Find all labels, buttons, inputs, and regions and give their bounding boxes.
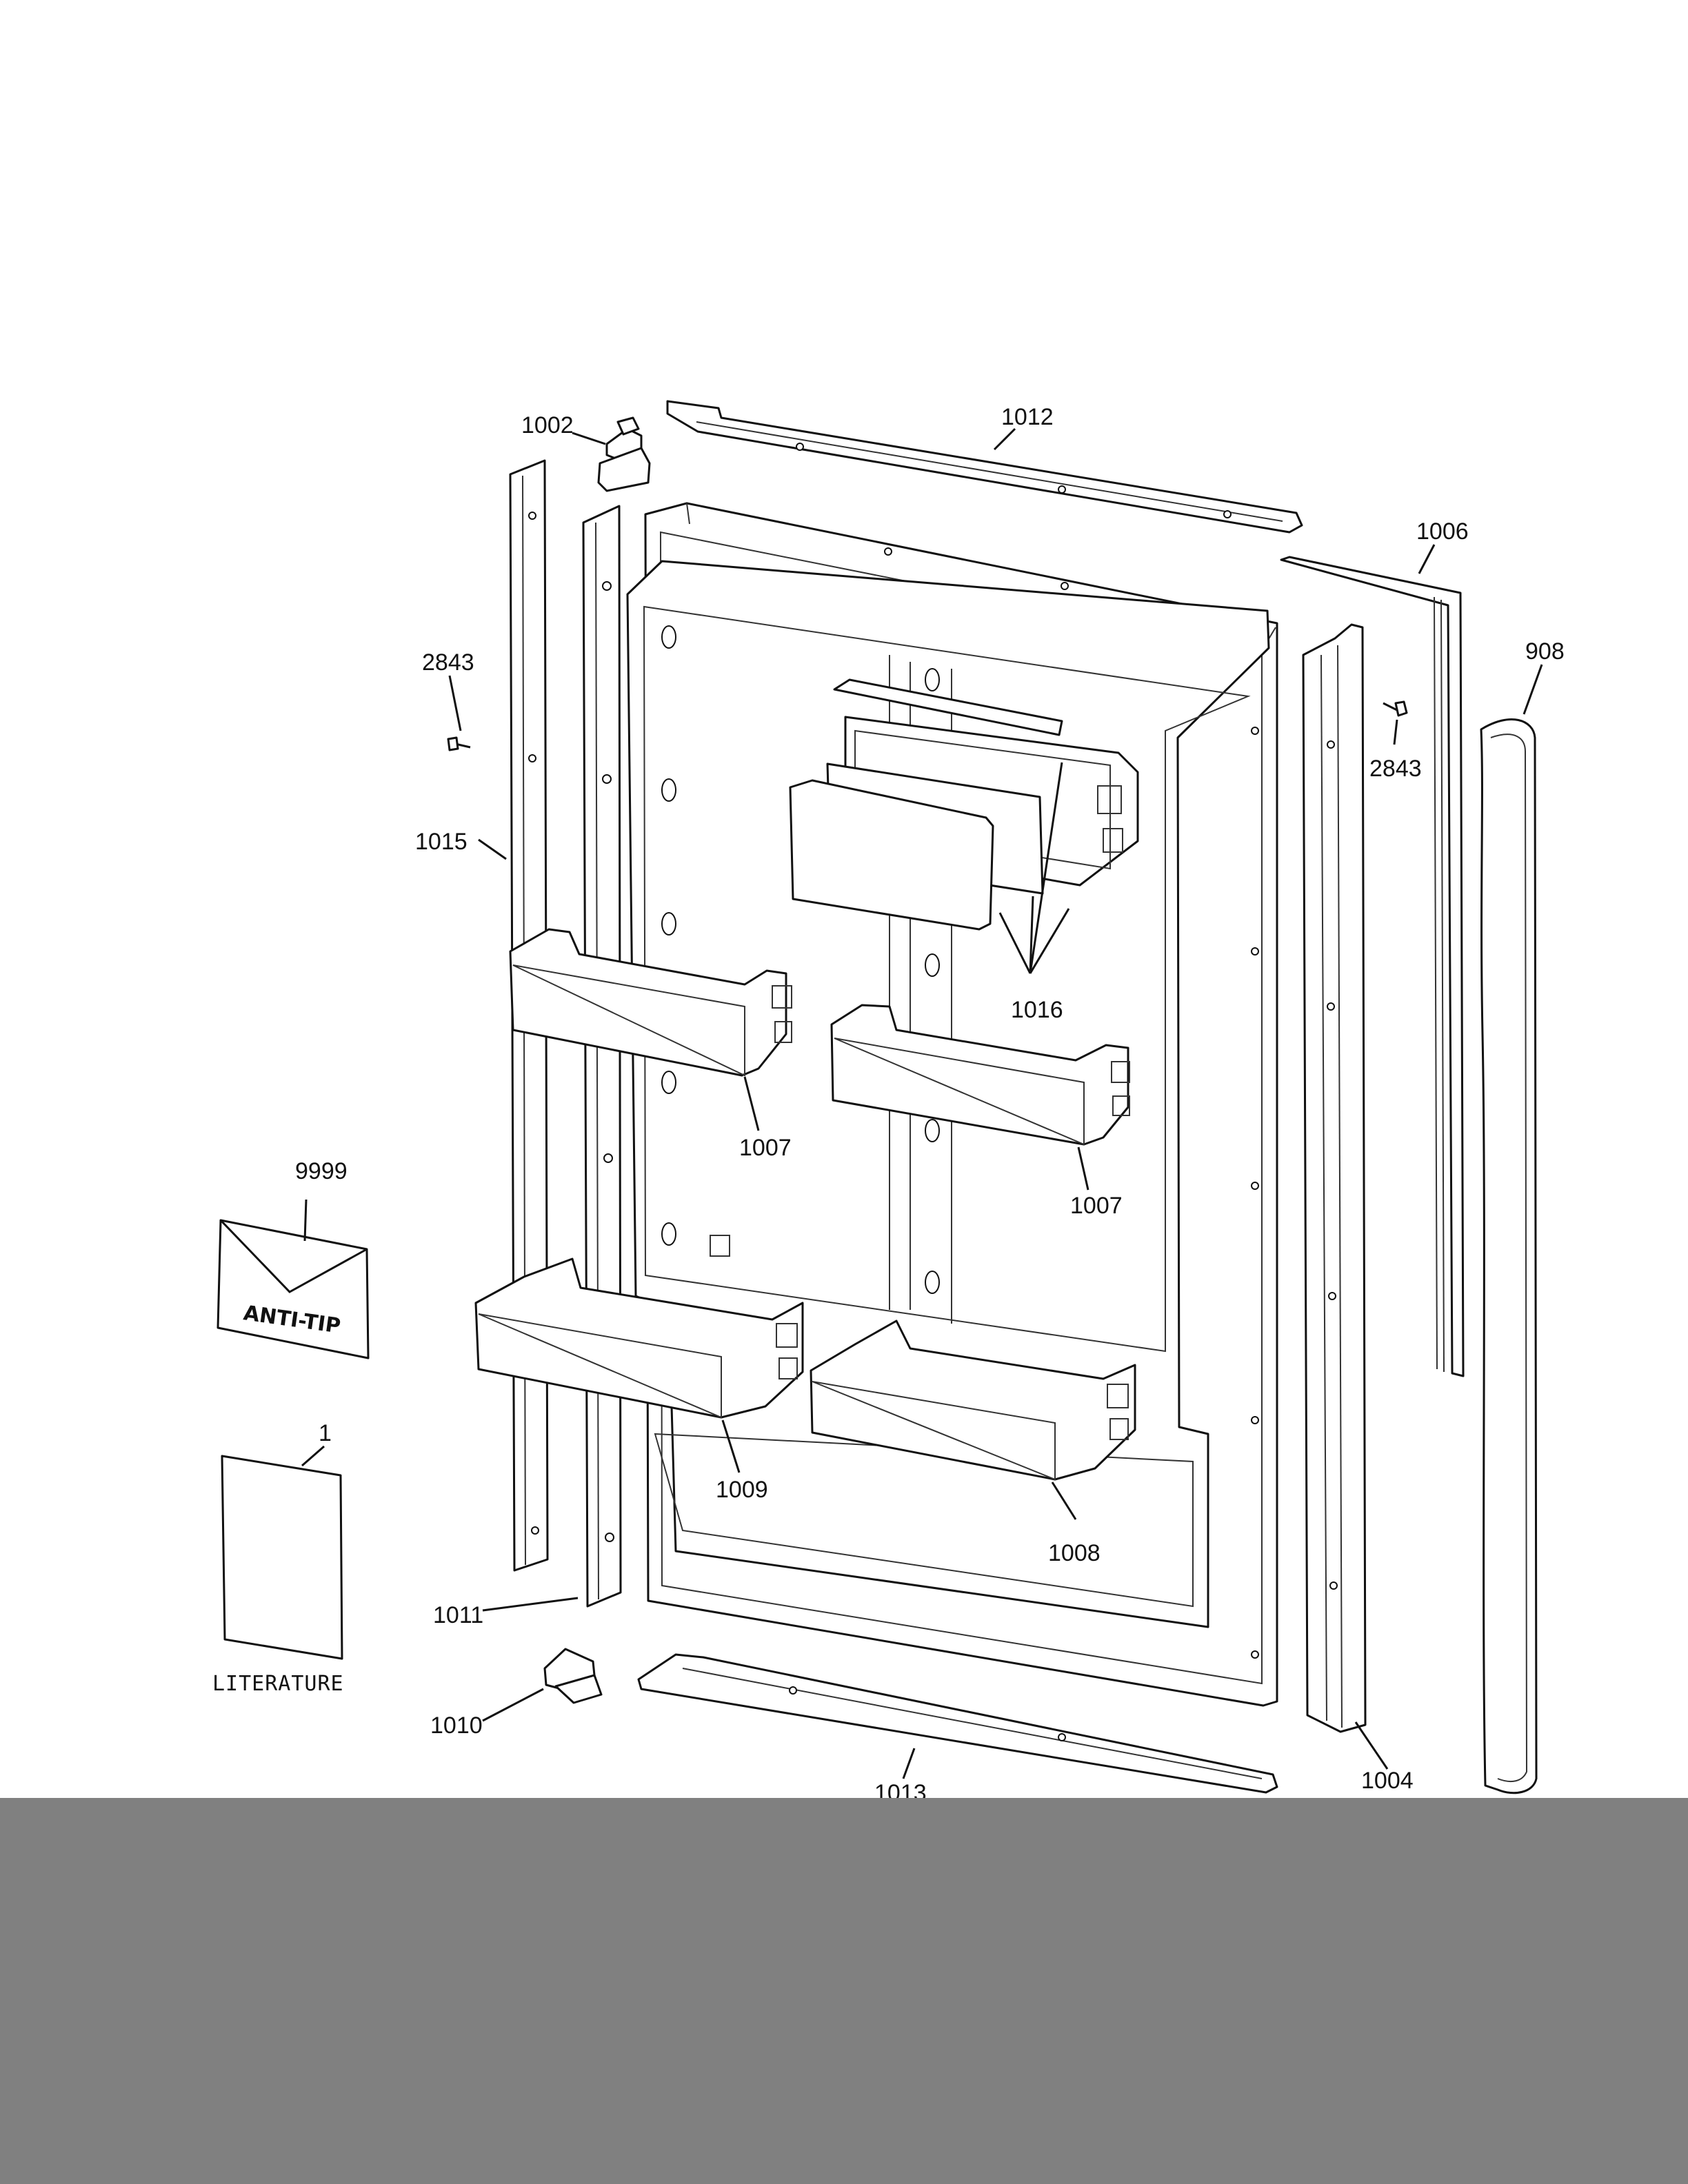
part-inner-strip — [582, 505, 622, 1608]
part-bottom-trim — [637, 1653, 1278, 1794]
part-bin-lower-right — [810, 1320, 1136, 1481]
callout-1010: 1010 — [430, 1712, 483, 1739]
literature-booklet: LITERATURE — [212, 1455, 344, 1696]
callout-1: 1 — [319, 1420, 332, 1446]
leader-lines — [301, 427, 1543, 1779]
callout-2843-right: 2843 — [1369, 756, 1422, 782]
part-screw-right — [1383, 700, 1408, 717]
callout-1007-left: 1007 — [739, 1135, 792, 1161]
part-bin-upper-left — [509, 928, 792, 1077]
callout-1008: 1008 — [1048, 1540, 1101, 1566]
callout-1011: 1011 — [433, 1602, 483, 1628]
callout-1015: 1015 — [415, 829, 468, 855]
callout-1009: 1009 — [716, 1477, 768, 1503]
part-dairy-compartment — [789, 678, 1139, 931]
part-bin-lower-left — [474, 1257, 804, 1419]
callouts: 1002 1012 1006 908 2843 2843 1015 1016 1… — [295, 404, 1565, 1806]
part-bottom-hinge — [543, 1648, 603, 1704]
callout-1002: 1002 — [521, 412, 574, 438]
callout-1006: 1006 — [1416, 518, 1469, 545]
part-top-hinge — [597, 416, 651, 492]
callout-908: 908 — [1525, 638, 1565, 665]
gray-overlay-band — [0, 1798, 1688, 2184]
callout-1016: 1016 — [1011, 997, 1063, 1023]
part-panel-strip — [1280, 556, 1465, 1377]
callout-1004: 1004 — [1361, 1768, 1414, 1794]
part-bin-upper-right — [830, 1004, 1130, 1146]
part-top-trim — [666, 400, 1303, 534]
part-screw-left — [447, 736, 471, 751]
callout-2843-left: 2843 — [422, 649, 474, 676]
literature-label: LITERATURE — [212, 1672, 344, 1696]
callout-1012: 1012 — [1001, 404, 1054, 430]
envelope-anti-tip: ANTI-TIP — [217, 1219, 370, 1359]
part-gasket — [1480, 718, 1538, 1794]
callout-1007-right: 1007 — [1070, 1193, 1123, 1219]
part-right-strip — [1302, 623, 1367, 1733]
callout-9999: 9999 — [295, 1158, 348, 1184]
